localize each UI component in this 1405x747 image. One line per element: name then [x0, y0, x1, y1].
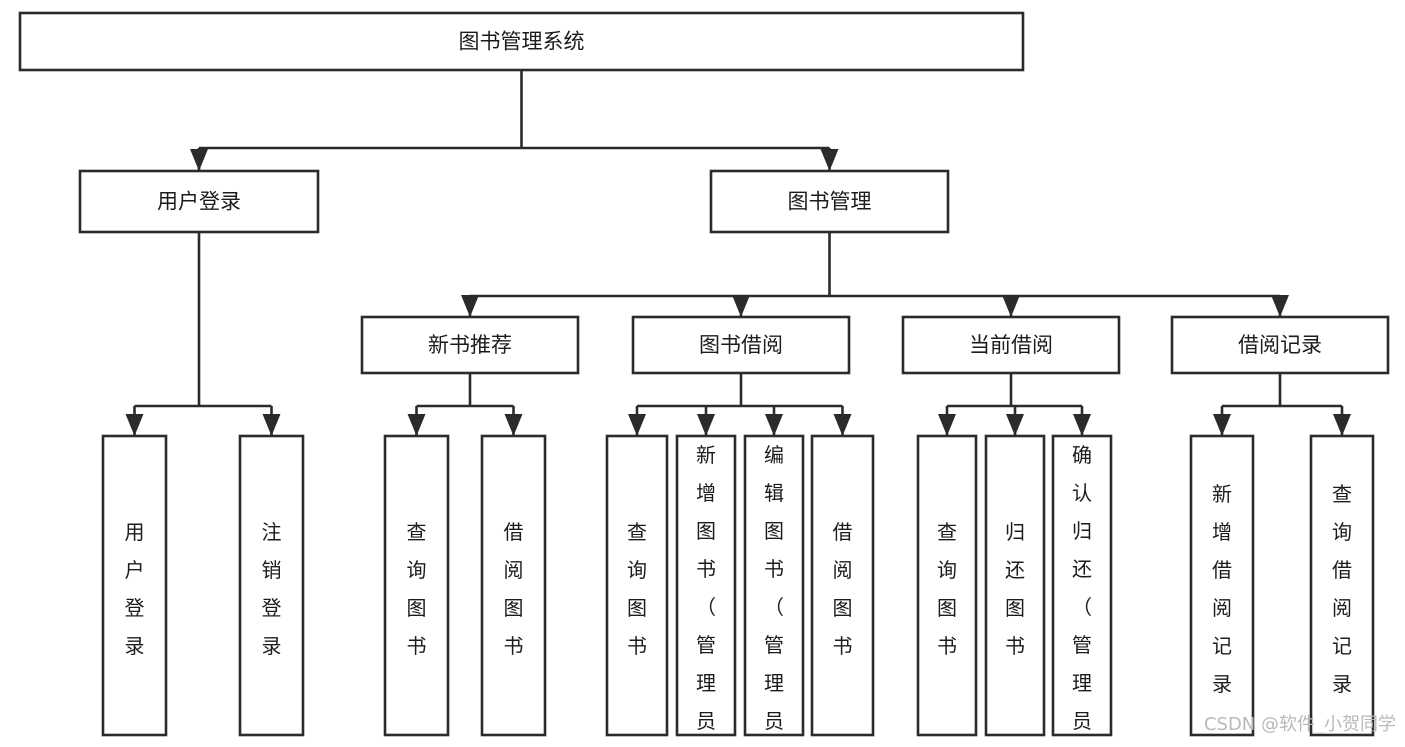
arrow-head-icon: [1333, 414, 1351, 436]
node-box-leaf-return-book[interactable]: [984, 434, 1046, 737]
node-leaf-edit-book-admin[interactable]: 编辑图书（管理员）: [743, 434, 805, 747]
connector-layer: [125, 70, 1351, 436]
node-box-leaf-query-book-borrow[interactable]: [605, 434, 669, 737]
arrow-head-icon: [1213, 414, 1231, 436]
edge-group-borrow-record: [1213, 373, 1351, 436]
node-label-leaf-borrow-book: 借阅图书: [833, 520, 853, 658]
node-label-leaf-user-login: 用户登录: [125, 520, 145, 658]
arrow-head-icon: [461, 295, 479, 317]
node-layer: 图书管理系统用户登录图书管理新书推荐图书借阅当前借阅借阅记录用户登录注销登录查询…: [18, 11, 1390, 747]
node-leaf-query-book-recommend[interactable]: 查询图书: [383, 434, 450, 737]
node-box-book-borrow[interactable]: [631, 315, 851, 375]
node-leaf-borrow-book-recommend[interactable]: 借阅图书: [480, 434, 547, 737]
edge-group-root: [190, 70, 839, 171]
arrow-head-icon: [697, 414, 715, 436]
arrow-head-icon: [407, 414, 426, 436]
node-box-user-login[interactable]: [78, 169, 320, 234]
node-box-root[interactable]: [18, 11, 1025, 72]
node-box-leaf-query-book-current[interactable]: [916, 434, 978, 737]
node-box-leaf-edit-book-admin[interactable]: [743, 434, 805, 737]
node-label-leaf-edit-book-admin: 编辑图书（管理员）: [764, 443, 784, 747]
node-box-leaf-query-borrow-record[interactable]: [1309, 434, 1375, 737]
edge-group-book-borrow: [628, 373, 852, 436]
edge-group-user-login: [125, 232, 281, 436]
node-label-user-login: 用户登录: [157, 190, 241, 214]
node-box-current-borrow[interactable]: [901, 315, 1121, 375]
arrow-head-icon: [504, 414, 523, 436]
node-box-leaf-user-login[interactable]: [101, 434, 168, 737]
node-box-leaf-add-book-admin[interactable]: [675, 434, 737, 737]
arrow-head-icon: [732, 295, 750, 317]
node-box-leaf-user-logout[interactable]: [238, 434, 305, 737]
node-new-book-recommend[interactable]: 新书推荐: [360, 315, 580, 375]
node-label-book-management: 图书管理: [788, 190, 872, 214]
node-box-book-management[interactable]: [709, 169, 950, 234]
arrow-head-icon: [1073, 414, 1091, 436]
arrow-head-icon: [628, 414, 646, 436]
node-box-leaf-borrow-book-recommend[interactable]: [480, 434, 547, 737]
node-label-leaf-query-book-recommend: 查询图书: [407, 520, 427, 658]
node-label-leaf-confirm-return-admin: 确认归还（管理员）: [1072, 443, 1092, 747]
csdn-watermark: CSDN @软件_小贺同学: [1204, 714, 1396, 735]
node-label-leaf-add-borrow-record: 新增借阅记录: [1212, 482, 1232, 696]
arrow-head-icon: [1002, 295, 1020, 317]
node-label-leaf-return-book: 归还图书: [1005, 520, 1025, 658]
arrow-head-icon: [938, 414, 956, 436]
node-box-leaf-confirm-return-admin[interactable]: [1051, 434, 1113, 737]
node-label-current-borrow: 当前借阅: [969, 333, 1053, 357]
node-root[interactable]: 图书管理系统: [18, 11, 1025, 72]
node-label-leaf-borrow-book-recommend: 借阅图书: [504, 520, 524, 658]
node-label-leaf-user-logout: 注销登录: [262, 520, 282, 658]
node-current-borrow[interactable]: 当前借阅: [901, 315, 1121, 375]
node-box-borrow-record[interactable]: [1170, 315, 1390, 375]
edge-group-new-book-recommend: [407, 373, 523, 436]
node-label-borrow-record: 借阅记录: [1238, 333, 1322, 357]
node-label-book-borrow: 图书借阅: [699, 333, 783, 357]
node-box-leaf-borrow-book[interactable]: [810, 434, 875, 737]
arrow-head-icon: [833, 414, 852, 436]
arrow-head-icon: [820, 149, 839, 171]
arrow-head-icon: [765, 414, 783, 436]
node-leaf-return-book[interactable]: 归还图书: [984, 434, 1046, 737]
arrow-head-icon: [1006, 414, 1024, 436]
node-label-root: 图书管理系统: [459, 30, 585, 54]
edge-group-book-management: [461, 232, 1289, 317]
node-leaf-query-book-borrow[interactable]: 查询图书: [605, 434, 669, 737]
node-book-borrow[interactable]: 图书借阅: [631, 315, 851, 375]
node-book-management[interactable]: 图书管理: [709, 169, 950, 234]
node-leaf-user-logout[interactable]: 注销登录: [238, 434, 305, 737]
node-label-leaf-query-book-borrow: 查询图书: [627, 520, 647, 658]
node-user-login[interactable]: 用户登录: [78, 169, 320, 234]
node-leaf-query-borrow-record[interactable]: 查询借阅记录: [1309, 434, 1375, 737]
arrow-head-icon: [125, 414, 144, 436]
node-box-new-book-recommend[interactable]: [360, 315, 580, 375]
node-label-leaf-query-book-current: 查询图书: [937, 520, 957, 658]
arrow-head-icon: [1271, 295, 1289, 317]
node-label-new-book-recommend: 新书推荐: [428, 333, 512, 357]
node-label-leaf-add-book-admin: 新增图书（管理员）: [696, 443, 716, 747]
node-leaf-confirm-return-admin[interactable]: 确认归还（管理员）: [1051, 434, 1113, 747]
edge-group-current-borrow: [938, 373, 1091, 436]
node-leaf-add-book-admin[interactable]: 新增图书（管理员）: [675, 434, 737, 747]
node-borrow-record[interactable]: 借阅记录: [1170, 315, 1390, 375]
node-box-leaf-query-book-recommend[interactable]: [383, 434, 450, 737]
node-box-leaf-add-borrow-record[interactable]: [1189, 434, 1255, 737]
node-leaf-query-book-current[interactable]: 查询图书: [916, 434, 978, 737]
arrow-head-icon: [262, 414, 281, 436]
node-label-leaf-query-borrow-record: 查询借阅记录: [1332, 482, 1352, 696]
node-leaf-add-borrow-record[interactable]: 新增借阅记录: [1189, 434, 1255, 737]
node-leaf-user-login[interactable]: 用户登录: [101, 434, 168, 737]
arrow-head-icon: [190, 149, 208, 171]
node-leaf-borrow-book[interactable]: 借阅图书: [810, 434, 875, 737]
